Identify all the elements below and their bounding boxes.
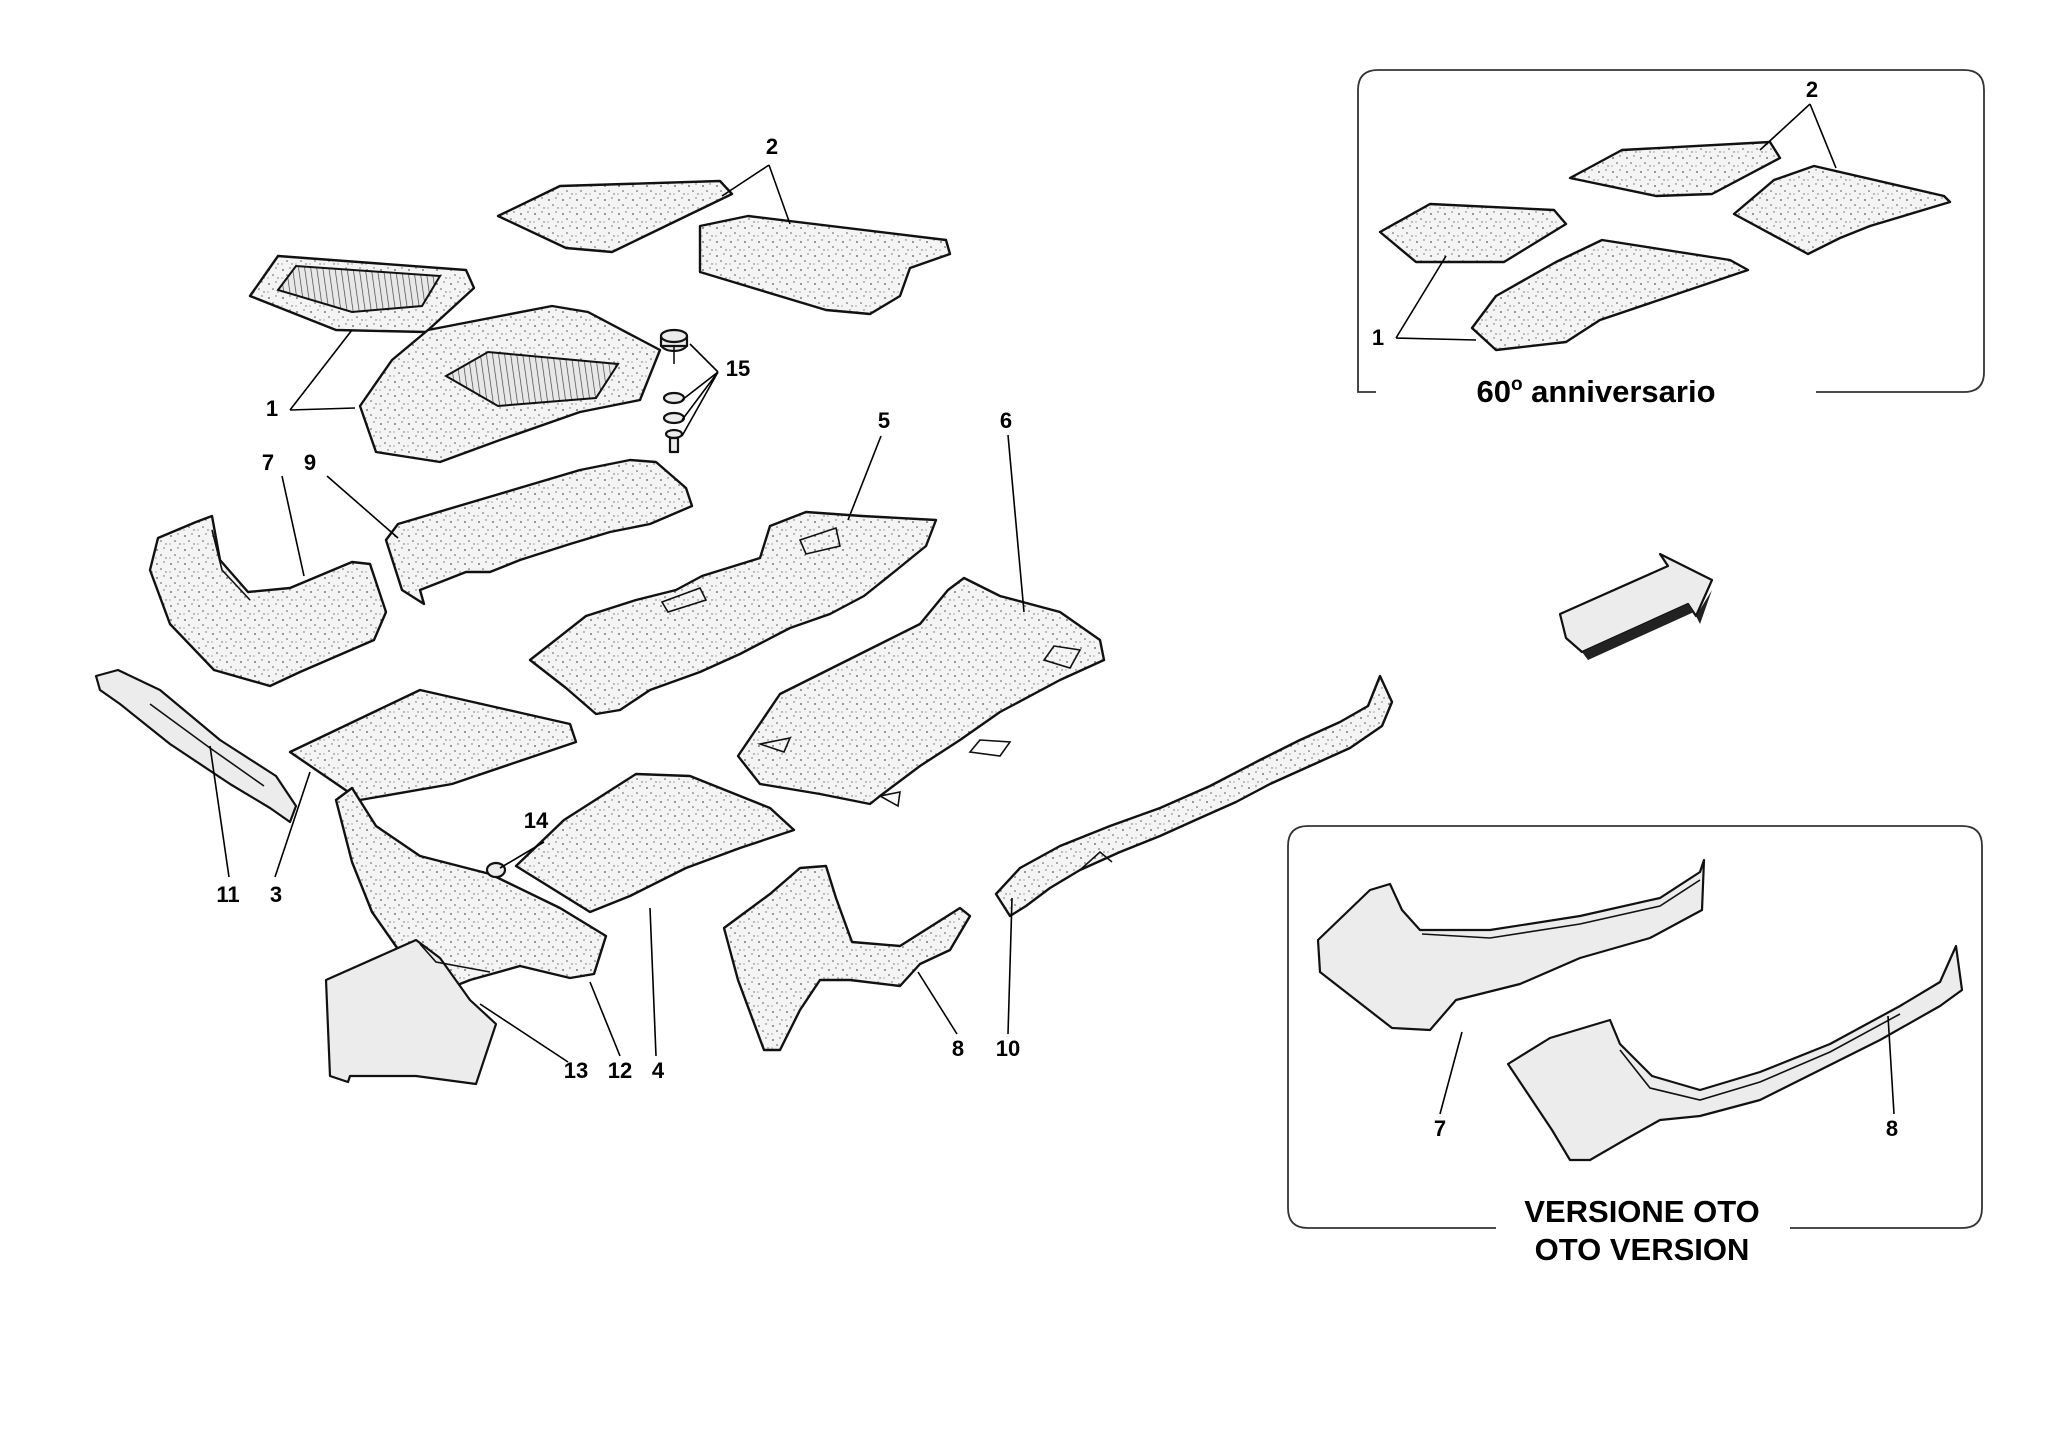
part-3-floor-mat [288, 688, 578, 802]
part-1-front-mats [248, 254, 662, 464]
label-2: 2 [766, 134, 778, 159]
label-4: 4 [652, 1058, 665, 1083]
inset-anniversary-label-1: 1 [1372, 325, 1384, 350]
inset-anniversary: 2 1 60o anniversario [1357, 69, 1985, 409]
part-2-rear-mats [496, 179, 952, 316]
inset-oto-label-7: 7 [1434, 1116, 1446, 1141]
label-15: 15 [726, 356, 750, 381]
label-6: 6 [1000, 408, 1012, 433]
part-4-floor-mat [514, 772, 796, 914]
inset-oto-title-line2: OTO VERSION [1535, 1232, 1750, 1267]
part-11-sill-trim [94, 668, 298, 824]
inset-oto-title-line1: VERSIONE OTO [1524, 1194, 1759, 1229]
inset-oto-version: 7 8 VERSIONE OTO OTO VERSION [1287, 825, 1983, 1267]
leader-lines-main [209, 164, 1025, 1063]
inset-anniversary-label-2: 2 [1806, 77, 1818, 102]
label-5: 5 [878, 408, 890, 433]
label-8: 8 [952, 1036, 964, 1061]
label-13: 13 [564, 1058, 588, 1083]
part-10-long-sill [994, 674, 1394, 918]
part-9-rear-panel [384, 458, 694, 606]
direction-arrow-icon [1558, 552, 1714, 660]
label-10: 10 [996, 1036, 1020, 1061]
part-13-bracket-panel [324, 938, 498, 1086]
label-3: 3 [270, 882, 282, 907]
label-12: 12 [608, 1058, 632, 1083]
main-labels: 1 2 15 7 9 5 6 11 3 14 13 12 4 8 10 [216, 134, 1020, 1083]
label-9: 9 [304, 450, 316, 475]
part-8-side-sill [722, 864, 972, 1052]
label-1: 1 [266, 396, 278, 421]
inset-oto-label-8: 8 [1886, 1116, 1898, 1141]
label-14: 14 [524, 808, 549, 833]
label-11: 11 [216, 882, 239, 907]
label-7: 7 [262, 450, 274, 475]
inset-anniversary-title: 60o anniversario [1476, 374, 1715, 409]
part-6-floor-carpet [736, 576, 1106, 808]
part-7-side-trim [148, 514, 388, 688]
part-5-floor-carpet [528, 510, 938, 716]
